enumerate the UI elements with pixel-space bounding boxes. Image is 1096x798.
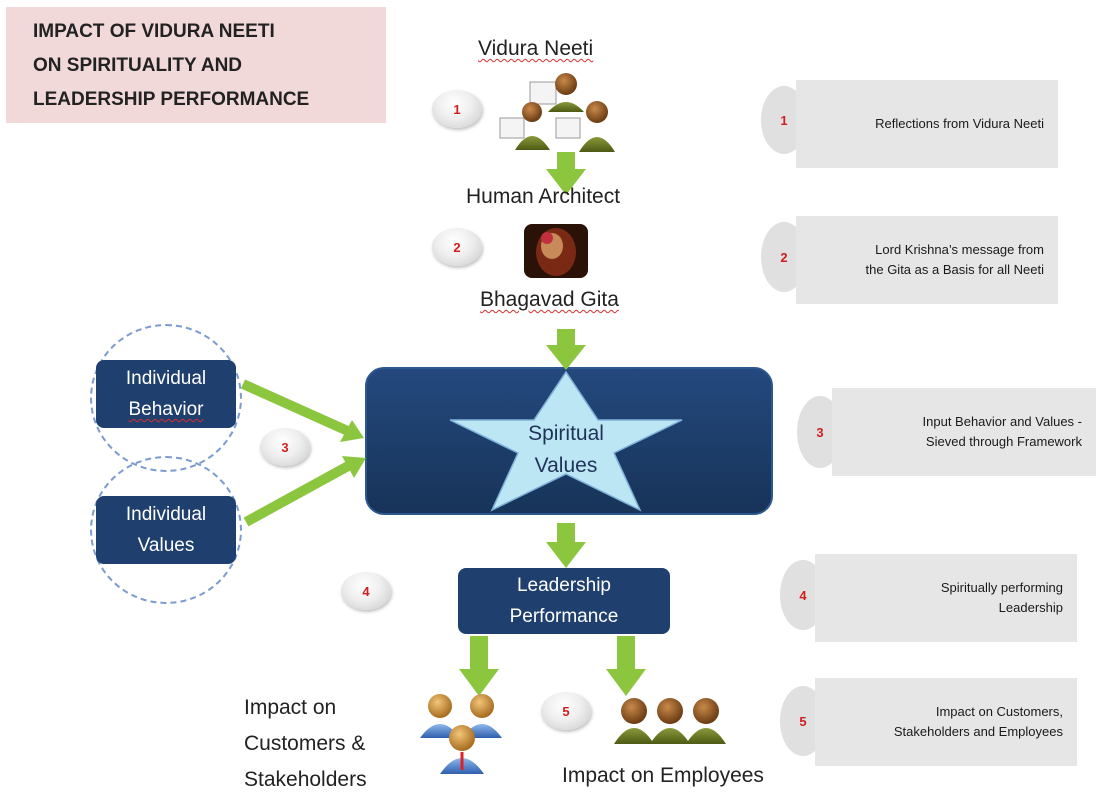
title-box: IMPACT OF VIDURA NEETI ON SPIRITUALITY A… [6,7,386,123]
note-4-line-2: Leadership [998,600,1063,615]
arrow-down-5 [606,636,646,696]
note-3-line-2: Sieved through Framework [925,434,1082,449]
impact-customers-line-2: Customers & [244,732,366,755]
note-5-box: Impact on Customers, Stakeholders and Em… [815,678,1077,766]
impact-customers-line-3: Stakeholders [244,768,367,791]
leadership-performance-box: Leadership Performance [458,568,670,634]
note-2-box: Lord Krishna’s message from the Gita as … [796,216,1058,304]
arrow-behavior-line [240,379,353,437]
arrow-values-head [342,456,366,478]
note-4-line-1: Spiritually performing [940,580,1063,595]
vidura-neeti-label: Vidura Neeti [478,37,594,60]
individual-values-dashed-circle [90,456,242,604]
individual-behavior-line-1: Individual [125,368,207,389]
step-number-5: 5 [541,692,591,730]
input-arrows [240,379,353,527]
arrow-down-2 [546,329,586,370]
vidura-neeti-presenters-icon [499,73,615,152]
employees-people-icon [614,698,726,744]
impact-customers-line-1: Impact on [244,696,337,719]
individual-values-box: Individual Values [96,496,236,564]
note-2-line-2: the Gita as a Basis for all Neeti [865,262,1044,277]
note-1-box: Reflections from Vidura Neeti [796,80,1058,168]
individual-behavior-line-2: Behavior [128,399,204,420]
arrow-down-3 [546,523,586,568]
arrow-down-4 [459,636,499,696]
arrow-behavior-head [340,420,364,442]
leadership-line-1: Leadership [516,575,612,596]
spiritual-values-text: Spiritual Values [496,418,636,482]
step-number-4: 4 [341,572,391,610]
arrow-down-1 [546,152,586,195]
note-5-line-2: Stakeholders and Employees [893,724,1063,739]
spiritual-values-line-2: Values [534,454,598,477]
spiritual-values-line-1: Spiritual [528,422,604,445]
flow-arrows [459,152,646,696]
title-line-2: ON SPIRITUALITY AND [33,55,243,76]
individual-values-line-1: Individual [125,504,207,525]
customers-people-icon [420,694,502,774]
leadership-line-2: Performance [509,606,619,627]
note-4-box: Spiritually performing Leadership [815,554,1077,642]
note-1-line-1: Reflections from Vidura Neeti [875,116,1044,131]
star-shape [449,370,683,512]
krishna-portrait-image [524,224,588,278]
note-2-line-1: Lord Krishna’s message from [875,242,1044,257]
step-number-1: 1 [432,90,482,128]
impact-customers-label: Impact on Customers & Stakeholders [244,690,367,798]
impact-employees-label: Impact on Employees [562,764,764,787]
step-number-3: 3 [260,428,310,466]
note-5-line-1: Impact on Customers, [935,704,1063,719]
title-line-1: IMPACT OF VIDURA NEETI [33,21,275,42]
note-3-box: Input Behavior and Values - Sieved throu… [832,388,1096,476]
arrow-values-line [243,460,353,527]
note-3-line-1: Input Behavior and Values - [922,414,1082,429]
title-line-3: LEADERSHIP PERFORMANCE [33,89,310,110]
bhagavad-gita-label: Bhagavad Gita [480,288,619,311]
step-number-2: 2 [432,228,482,266]
individual-values-line-2: Values [137,535,195,556]
individual-behavior-box: Individual Behavior [96,360,236,428]
human-architect-label: Human Architect [466,185,621,208]
